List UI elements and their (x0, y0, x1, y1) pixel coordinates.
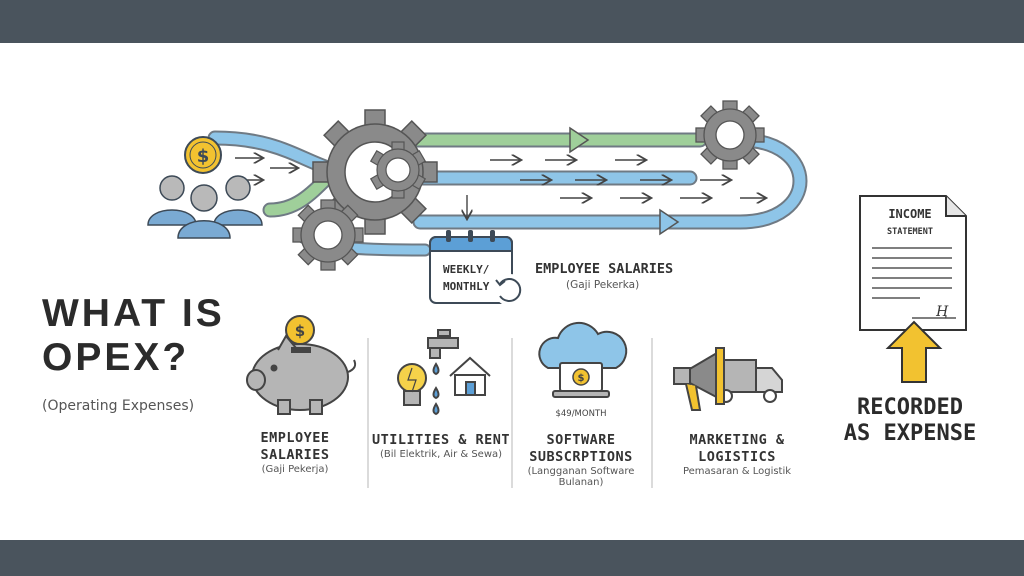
megaphone-icon (673, 347, 725, 411)
laptop-icon: $ (552, 362, 610, 398)
category-title: SALARIES (260, 447, 330, 463)
flow-arrows (235, 158, 765, 218)
bottom-band (0, 540, 1024, 576)
category-title: SUBSCRPTIONS (529, 449, 633, 465)
calendar-text-weekly: WEEKLY/ (443, 263, 490, 276)
employees-group-icon (147, 175, 263, 239)
income-statement-icon: INCOME STATEMENT Ⱨ (859, 195, 967, 331)
statement-title: INCOME (888, 207, 931, 221)
dollar-coin-icon: $ (184, 136, 222, 174)
piggy-bank-icon: $ (246, 315, 357, 415)
category-subtitle: Pemasaran & Logistik (682, 466, 792, 477)
flow-heading: EMPLOYEE SALARIES (535, 261, 673, 277)
flow-subheading: (Gaji Pekerka) (566, 279, 639, 291)
category-utilities-rent: UTILITIES & RENT (Bil Elektrik, Air & Se… (370, 432, 512, 460)
category-subtitle: (Langganan Software (527, 466, 635, 477)
statement-subtitle: STATEMENT (887, 227, 933, 237)
category-employee-salaries: EMPLOYEE SALARIES (Gaji Pekerja) (240, 430, 350, 475)
pipe-arrows (569, 126, 680, 236)
refresh-icon (494, 274, 526, 306)
recorded-line-2: AS EXPENSE (843, 421, 977, 446)
svg-text:$: $ (578, 373, 585, 384)
svg-text:$: $ (197, 146, 210, 167)
page-title: WHAT IS OPEX? (42, 292, 225, 379)
calendar-text-monthly: MONTHLY (443, 280, 490, 293)
recorded-as-expense: RECORDED AS EXPENSE (830, 395, 990, 447)
category-title: UTILITIES & RENT (371, 432, 511, 448)
calendar-icon: WEEKLY/ MONTHLY (429, 230, 513, 304)
cloud-icon (538, 321, 628, 369)
water-tap-icon (427, 329, 459, 416)
svg-text:$: $ (295, 322, 305, 340)
category-software-subscriptions: SOFTWARE SUBSCRPTIONS (Langganan Softwar… (516, 432, 646, 488)
gear-lower-icon (292, 199, 364, 271)
signature-mark: Ⱨ (936, 304, 949, 320)
category-subtitle: Bulanan) (558, 477, 604, 488)
category-title: EMPLOYEE (260, 430, 330, 446)
gear-right-small-icon (369, 141, 427, 199)
category-title: SOFTWARE (546, 432, 616, 448)
category-subtitle: (Gaji Pekerja) (261, 464, 329, 475)
recorded-line-1: RECORDED (857, 395, 963, 420)
category-title: MARKETING & (689, 432, 785, 448)
category-marketing-logistics: MARKETING & LOGISTICS Pemasaran & Logist… (664, 432, 810, 477)
price-tag: $49/MONTH (555, 409, 606, 419)
category-dividers (367, 338, 653, 488)
truck-icon (711, 359, 783, 403)
house-icon (449, 356, 491, 396)
category-title: LOGISTICS (698, 449, 776, 465)
up-arrow-icon (885, 320, 943, 383)
category-subtitle: (Bil Elektrik, Air & Sewa) (379, 449, 503, 460)
gear-top-right-icon (695, 100, 765, 170)
light-bulb-icon (397, 363, 427, 406)
page-subtitle: (Operating Expenses) (42, 398, 195, 414)
top-band (0, 0, 1024, 43)
